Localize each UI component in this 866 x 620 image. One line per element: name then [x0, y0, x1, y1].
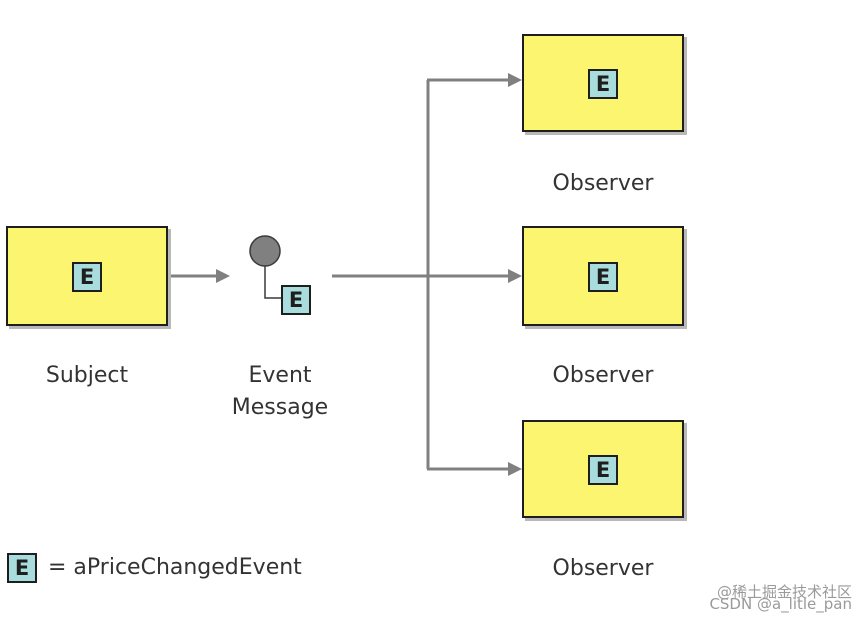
observer-box-2: E [522, 226, 684, 326]
subject-label: Subject [45, 363, 129, 388]
event-message-label-line2: Message [231, 395, 329, 420]
watermark-line2: CSDN @a_litle_pan [709, 595, 852, 613]
observer-2-event-badge: E [588, 262, 618, 292]
subject-box: E [6, 226, 168, 326]
event-message-node [249, 235, 281, 267]
event-message-label-line1: Event [248, 363, 312, 388]
observer-label-3: Observer [552, 556, 654, 581]
legend-event-badge: E [7, 553, 37, 583]
observer-3-arrowhead [508, 462, 522, 476]
observer-label-1: Observer [552, 171, 654, 196]
observer-1-event-badge: E [588, 69, 618, 99]
observer-label-2: Observer [552, 363, 654, 388]
event-message-tail [264, 266, 281, 299]
watermark-line1: @稀土掘金技术社区 [716, 583, 852, 601]
subject-to-event-arrowhead [216, 269, 230, 283]
legend-text: = aPriceChangedEvent [48, 555, 302, 580]
observer-2-arrowhead [508, 269, 522, 283]
observer-box-3: E [522, 420, 684, 518]
observer-1-arrowhead [508, 73, 522, 87]
subject-event-badge: E [72, 262, 102, 292]
observer-3-event-badge: E [588, 455, 618, 485]
event-message-badge: E [281, 285, 311, 315]
observer-box-1: E [522, 34, 684, 132]
